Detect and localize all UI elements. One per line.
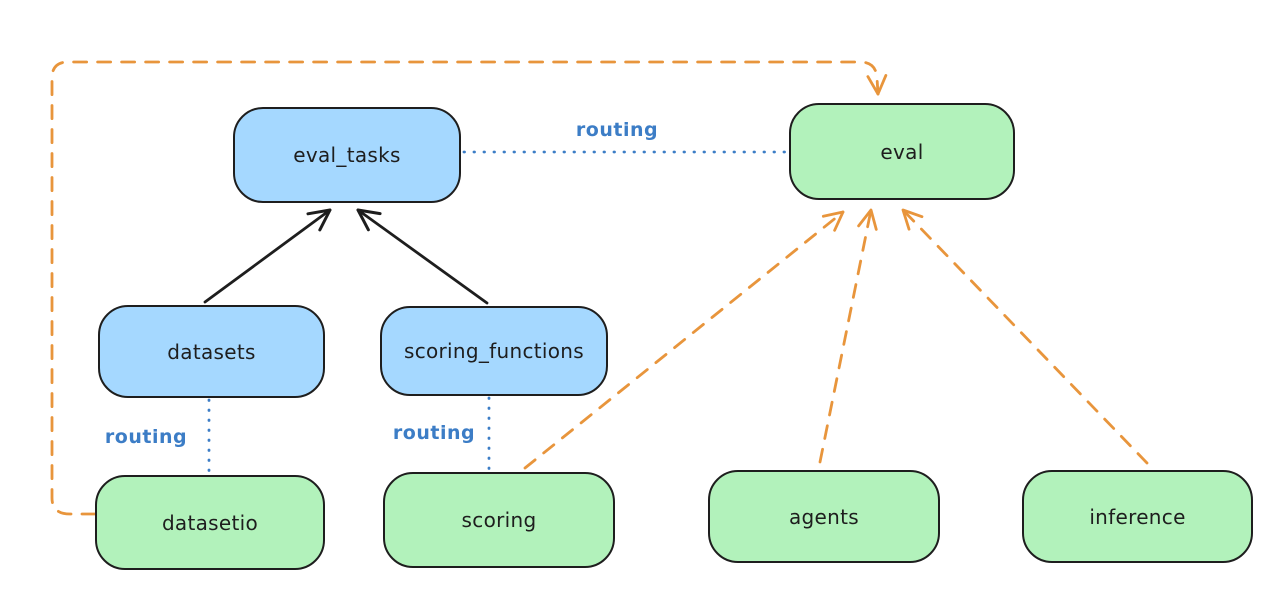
node-agents-label: agents [789,504,859,529]
node-scoring: scoring [383,472,615,568]
node-scoring-functions-label: scoring_functions [403,339,585,363]
edge-label-routing-datasets-datasetio: routing [104,426,188,448]
edge-scoring-functions-to-eval-tasks-arrow [356,208,489,305]
node-inference: inference [1022,470,1253,563]
edge-datasets-to-eval-tasks-arrow [203,208,332,304]
node-eval-tasks-label: eval_tasks [293,143,401,167]
node-scoring-functions: scoring_functions [380,306,608,396]
edge-label-routing-eval-tasks-eval: routing [575,119,659,141]
edge-datasetio-to-eval-dashed-arrow [50,60,888,516]
node-scoring-label: scoring [461,508,537,532]
node-datasets: datasets [98,305,325,398]
node-datasetio-label: datasetio [161,510,259,535]
node-datasets-label: datasets [167,339,256,364]
node-datasetio: datasetio [95,475,325,570]
edge-label-routing-scoring-functions-scoring: routing [392,422,476,444]
node-eval: eval [789,103,1015,200]
node-eval-tasks: eval_tasks [233,107,461,203]
edge-inference-to-eval-dashed-arrow [901,208,1149,465]
node-eval-label: eval [880,139,924,164]
edge-agents-to-eval-dashed-arrow [818,208,878,464]
node-agents: agents [708,470,940,563]
node-inference-label: inference [1089,504,1186,529]
edge-scoring-to-eval-dashed-arrow [523,210,845,470]
